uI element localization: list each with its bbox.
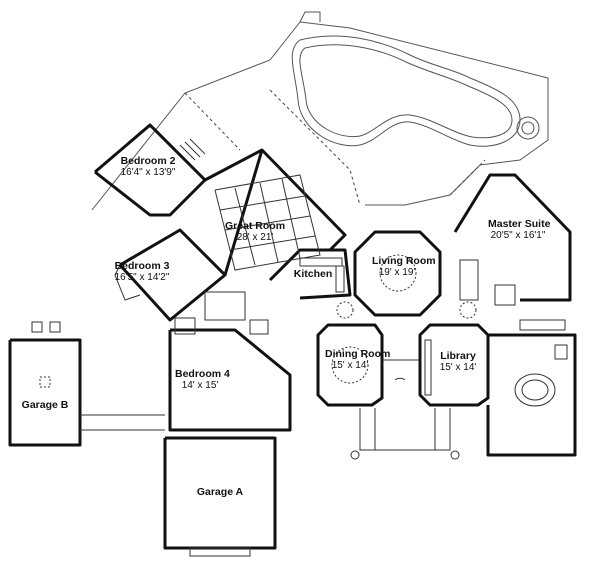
room-name: Master Suite <box>488 218 551 230</box>
lanai-dashes <box>184 89 486 206</box>
room-name: Library <box>440 350 476 362</box>
room-label-kitchen: Kitchen <box>293 268 333 280</box>
room-dimensions: 20'5" x 16'1" <box>490 230 546 242</box>
room-dimensions: 28' x 21' <box>236 232 274 244</box>
room-dimensions: 16'4" x 13'9" <box>120 167 176 179</box>
room-dimensions: 14' x 15' <box>181 380 219 392</box>
room-name: Bedroom 3 <box>114 260 170 272</box>
room-label-bedroom-4: Bedroom 4 14' x 15' <box>175 368 230 392</box>
interior-details <box>31 138 568 557</box>
room-dimensions: 19' x 19' <box>378 267 416 279</box>
room-dimensions: 16'5" x 14'2" <box>114 272 170 284</box>
room-name: Great Room <box>224 220 286 232</box>
room-name: Living Room <box>372 255 436 267</box>
room-dimensions: 15' x 14' <box>331 360 369 372</box>
room-label-bedroom-2: Bedroom 2 16'4" x 13'9" <box>118 155 178 179</box>
exterior-walls <box>8 123 577 550</box>
room-name: Dining Room <box>325 348 391 360</box>
room-label-living-room: Living Room 19' x 19' <box>372 255 436 279</box>
room-name: Garage A <box>196 486 244 498</box>
room-name: Garage B <box>21 399 69 411</box>
room-name: Kitchen <box>293 268 333 280</box>
room-label-garage-a: Garage A <box>190 486 250 498</box>
room-dimensions: 15' x 14' <box>439 362 477 374</box>
room-label-garage-b: Garage B <box>15 399 75 411</box>
pool-deck <box>91 11 549 211</box>
room-label-dining-room: Dining Room 15' x 14' <box>325 348 391 372</box>
room-label-bedroom-3: Bedroom 3 16'5" x 14'2" <box>112 260 172 284</box>
room-label-master-suite: Master Suite 20'5" x 16'1" <box>488 218 551 242</box>
pool <box>291 35 540 147</box>
room-name: Bedroom 4 <box>175 368 230 380</box>
room-label-library: Library 15' x 14' <box>433 350 483 374</box>
room-label-great-room: Great Room 28' x 21' <box>220 220 290 244</box>
room-name: Bedroom 2 <box>120 155 176 167</box>
